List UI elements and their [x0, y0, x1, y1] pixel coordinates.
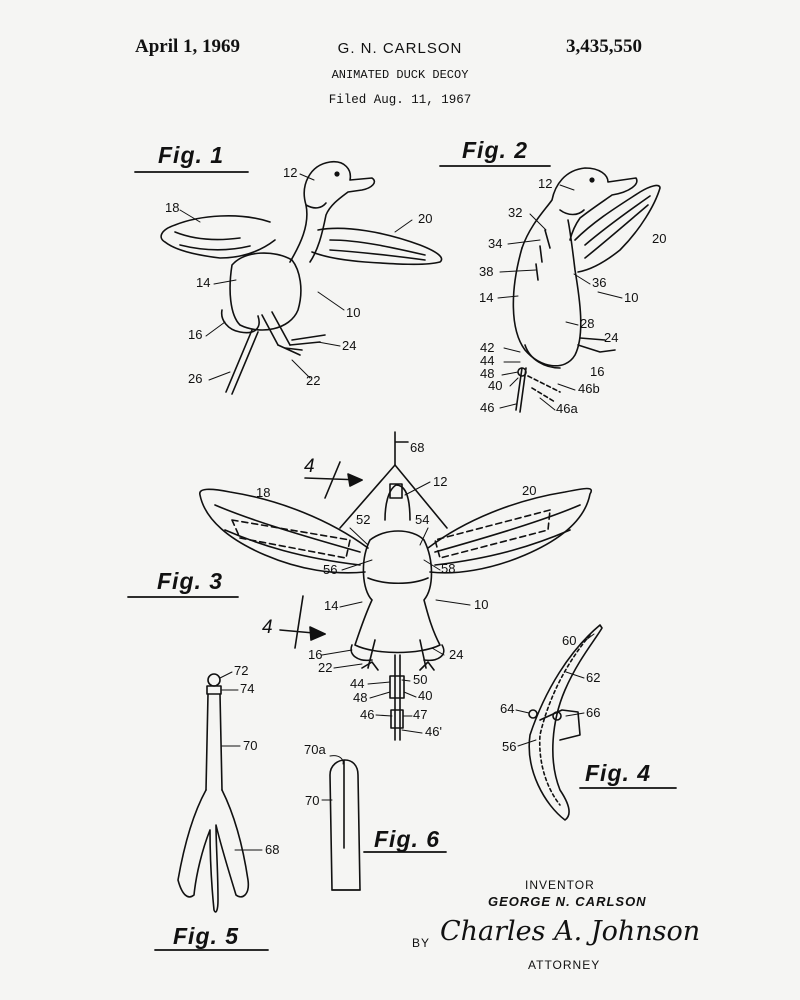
ref-12: 12 [538, 176, 552, 191]
ref-10: 10 [474, 597, 488, 612]
patent-number: 3,435,550 [566, 36, 642, 57]
ref-16: 16 [590, 364, 604, 379]
fig2-label: Fig. 2 [462, 137, 529, 163]
ref-26: 26 [188, 371, 202, 386]
ref-12: 12 [433, 474, 447, 489]
fig5-stake-drawing [177, 673, 250, 913]
ref-42: 42 [480, 340, 494, 355]
ref-36: 36 [592, 275, 606, 290]
ref-60: 60 [562, 633, 576, 648]
ref-20: 20 [418, 211, 432, 226]
ref-46: 46 [480, 400, 494, 415]
fig4-wing-section [528, 624, 603, 821]
ref-4-bottom: 4 [262, 617, 273, 638]
fig6-label: Fig. 6 [374, 826, 441, 852]
ref-56: 56 [323, 562, 337, 577]
ref-12: 12 [283, 165, 297, 180]
inventor-name: GEORGE N. CARLSON [488, 894, 647, 909]
ref-44: 44 [350, 676, 364, 691]
ref-28: 28 [580, 316, 594, 331]
ref-24: 24 [342, 338, 356, 353]
ref-10: 10 [346, 305, 360, 320]
filed-date: Filed Aug. 11, 1967 [328, 93, 472, 107]
ref-70: 70 [305, 793, 319, 808]
ref-68: 68 [265, 842, 279, 857]
patent-title: ANIMATED DUCK DECOY [331, 68, 469, 82]
ref-62: 62 [586, 670, 600, 685]
ref-46-prime: 46' [425, 724, 442, 739]
fig4-label: Fig. 4 [585, 760, 652, 786]
ref-70: 70 [243, 738, 257, 753]
ref-20: 20 [652, 231, 666, 246]
ref-40: 40 [418, 688, 432, 703]
ref-72: 72 [234, 663, 248, 678]
ref-14: 14 [196, 275, 210, 290]
fig3-duck-drawing [199, 431, 592, 741]
ref-14: 14 [479, 290, 493, 305]
ref-4-top: 4 [304, 456, 315, 477]
by-label: BY [412, 936, 431, 950]
ref-14: 14 [324, 598, 338, 613]
ref-34: 34 [488, 236, 502, 251]
ref-44: 44 [480, 353, 494, 368]
attorney-signature: Charles A. Johnson [440, 916, 701, 947]
ref-52: 52 [356, 512, 370, 527]
ref-24: 24 [449, 647, 463, 662]
fig6-stake-detail [329, 759, 361, 891]
ref-24: 24 [604, 330, 618, 345]
fig3-label: Fig. 3 [157, 568, 224, 594]
ref-54: 54 [415, 512, 429, 527]
ref-66: 66 [586, 705, 600, 720]
fig1-label: Fig. 1 [158, 142, 225, 168]
ref-22: 22 [306, 373, 320, 388]
ref-70a: 70a [304, 742, 326, 757]
ref-20: 20 [522, 483, 536, 498]
fig1-duck-drawing [160, 160, 443, 395]
ref-40: 40 [488, 378, 502, 393]
ref-47: 47 [413, 707, 427, 722]
ref-58: 58 [441, 561, 455, 576]
patent-date: April 1, 1969 [135, 36, 241, 57]
ref-38: 38 [479, 264, 493, 279]
inventor-label: INVENTOR [525, 878, 595, 892]
inventor-header: G. N. CARLSON [337, 40, 463, 57]
ref-46b: 46b [578, 381, 600, 396]
ref-18: 18 [256, 485, 270, 500]
ref-46: 46 [360, 707, 374, 722]
ref-68: 68 [410, 440, 424, 455]
ref-56: 56 [502, 739, 516, 754]
ref-74: 74 [240, 681, 254, 696]
fig5-label: Fig. 5 [173, 923, 240, 949]
ref-48: 48 [353, 690, 367, 705]
ref-48: 48 [480, 366, 494, 381]
fig2-duck-drawing [512, 167, 661, 413]
ref-18: 18 [165, 200, 179, 215]
attorney-label: ATTORNEY [528, 958, 601, 972]
ref-46a: 46a [556, 401, 578, 416]
ref-32: 32 [508, 205, 522, 220]
ref-10: 10 [624, 290, 638, 305]
ref-16: 16 [308, 647, 322, 662]
ref-50: 50 [413, 672, 427, 687]
ref-64: 64 [500, 701, 514, 716]
ref-22: 22 [318, 660, 332, 675]
ref-16: 16 [188, 327, 202, 342]
